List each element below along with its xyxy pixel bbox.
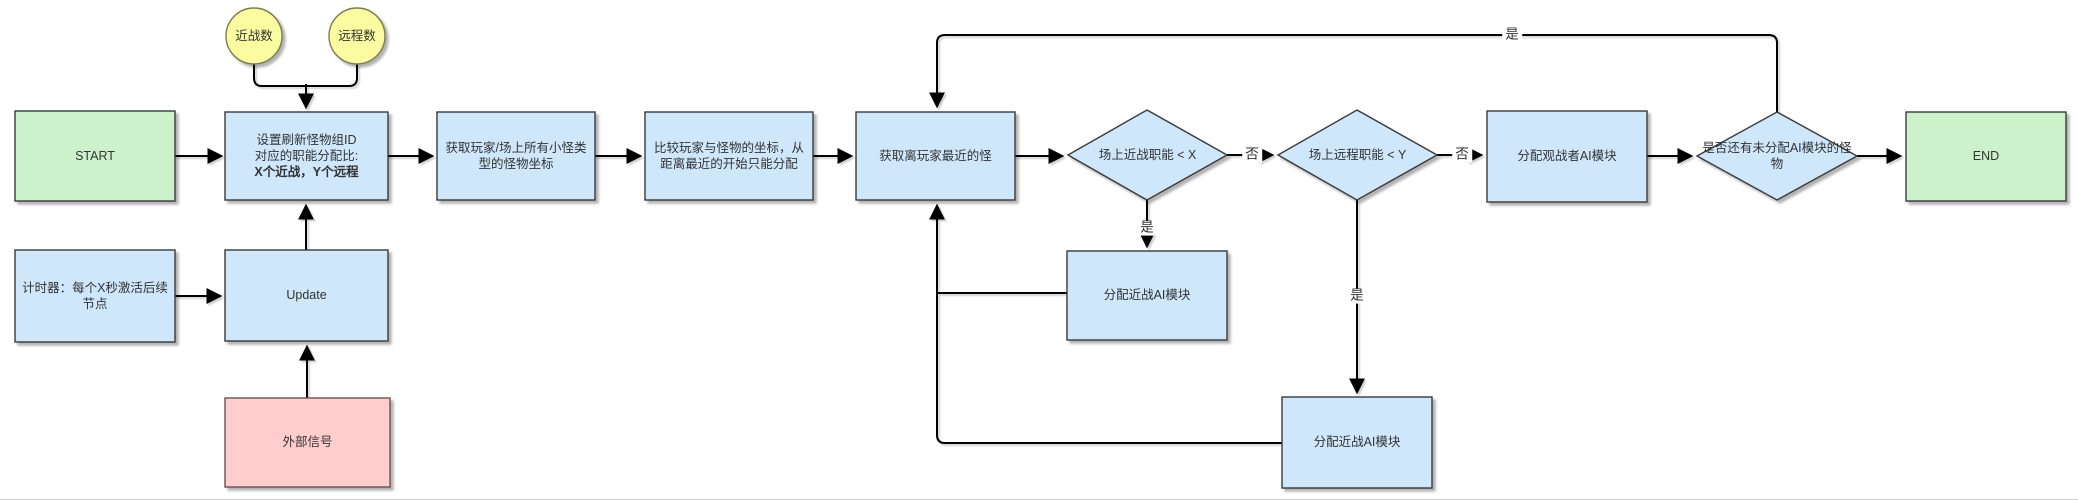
node-set-ratio-shape [224, 111, 389, 201]
node-set-ratio[interactable]: 设置刷新怪物组ID 对应的职能分配比: X个近战，Y个远程 [225, 112, 388, 200]
node-assign-melee-1[interactable]: 分配近战AI模块 [1103, 288, 1191, 303]
node-update[interactable]: Update [286, 288, 327, 303]
edge-remaining-yes-loop [929, 34, 1778, 112]
node-end-shape [1905, 111, 2067, 202]
node-start[interactable]: START [75, 148, 115, 163]
node-melee-count[interactable]: 近战数 [235, 28, 273, 43]
node-melee-check[interactable]: 场上近战职能 < X [1098, 147, 1197, 162]
node-set-ratio-line2: 对应的职能分配比: [254, 148, 359, 163]
node-get-nearest-shape [855, 111, 1016, 201]
node-compare-coords-shape [644, 111, 814, 201]
node-remaining-check-shape [1695, 111, 1859, 201]
edge-label-ranged-yes: 是 [1347, 288, 1367, 304]
node-ranged-check[interactable]: 场上远程职能 < Y [1308, 147, 1407, 162]
node-get-nearest[interactable]: 获取离玩家最近的怪 [879, 148, 992, 163]
node-get-coords[interactable]: 获取玩家/场上所有小怪类型的怪物坐标 [445, 140, 587, 171]
node-ranged-count[interactable]: 远程数 [338, 28, 376, 43]
node-timer[interactable]: 计时器：每个X秒激活后续节点 [22, 280, 168, 311]
node-compare-coords[interactable]: 比较玩家与怪物的坐标，从距离最近的开始只能分配 [653, 140, 804, 171]
edges-layer [175, 34, 1903, 444]
node-set-ratio-line3: X个近战，Y个远程 [254, 165, 359, 180]
node-get-coords-shape [436, 111, 596, 201]
node-timer-shape [14, 249, 176, 343]
edge-label-ranged-no: 否 [1452, 147, 1472, 163]
node-remaining-check[interactable]: 是否还有未分配AI模块的怪物 [1702, 140, 1852, 171]
node-external-signal[interactable]: 外部信号 [282, 435, 333, 450]
shapes-layer [14, 7, 2067, 489]
edge-assign-melee-2-return [929, 203, 1282, 444]
node-assign-melee-2[interactable]: 分配近战AI模块 [1313, 435, 1401, 450]
node-assign-observer-shape [1486, 110, 1648, 203]
node-ranged-count-shape [328, 7, 386, 65]
node-end[interactable]: END [1972, 149, 2000, 164]
node-ranged-check-shape [1276, 109, 1439, 201]
node-melee-check-shape [1066, 109, 1229, 201]
node-set-ratio-line1: 设置刷新怪物组ID [256, 132, 357, 147]
node-assign-melee-2-shape [1281, 396, 1433, 489]
edge-label-melee-yes: 是 [1137, 220, 1157, 236]
node-melee-count-shape [225, 7, 283, 65]
node-external-signal-shape [224, 397, 391, 488]
node-assign-melee-1-shape [1066, 250, 1228, 341]
node-start-shape [14, 110, 176, 202]
node-assign-observer[interactable]: 分配观战者AI模块 [1517, 149, 1617, 164]
edge-counts-to-set-ratio [253, 64, 358, 107]
edge-label-melee-no: 否 [1242, 147, 1262, 163]
edge-label-loop-yes: 是 [1502, 27, 1522, 43]
node-update-shape [224, 249, 389, 342]
